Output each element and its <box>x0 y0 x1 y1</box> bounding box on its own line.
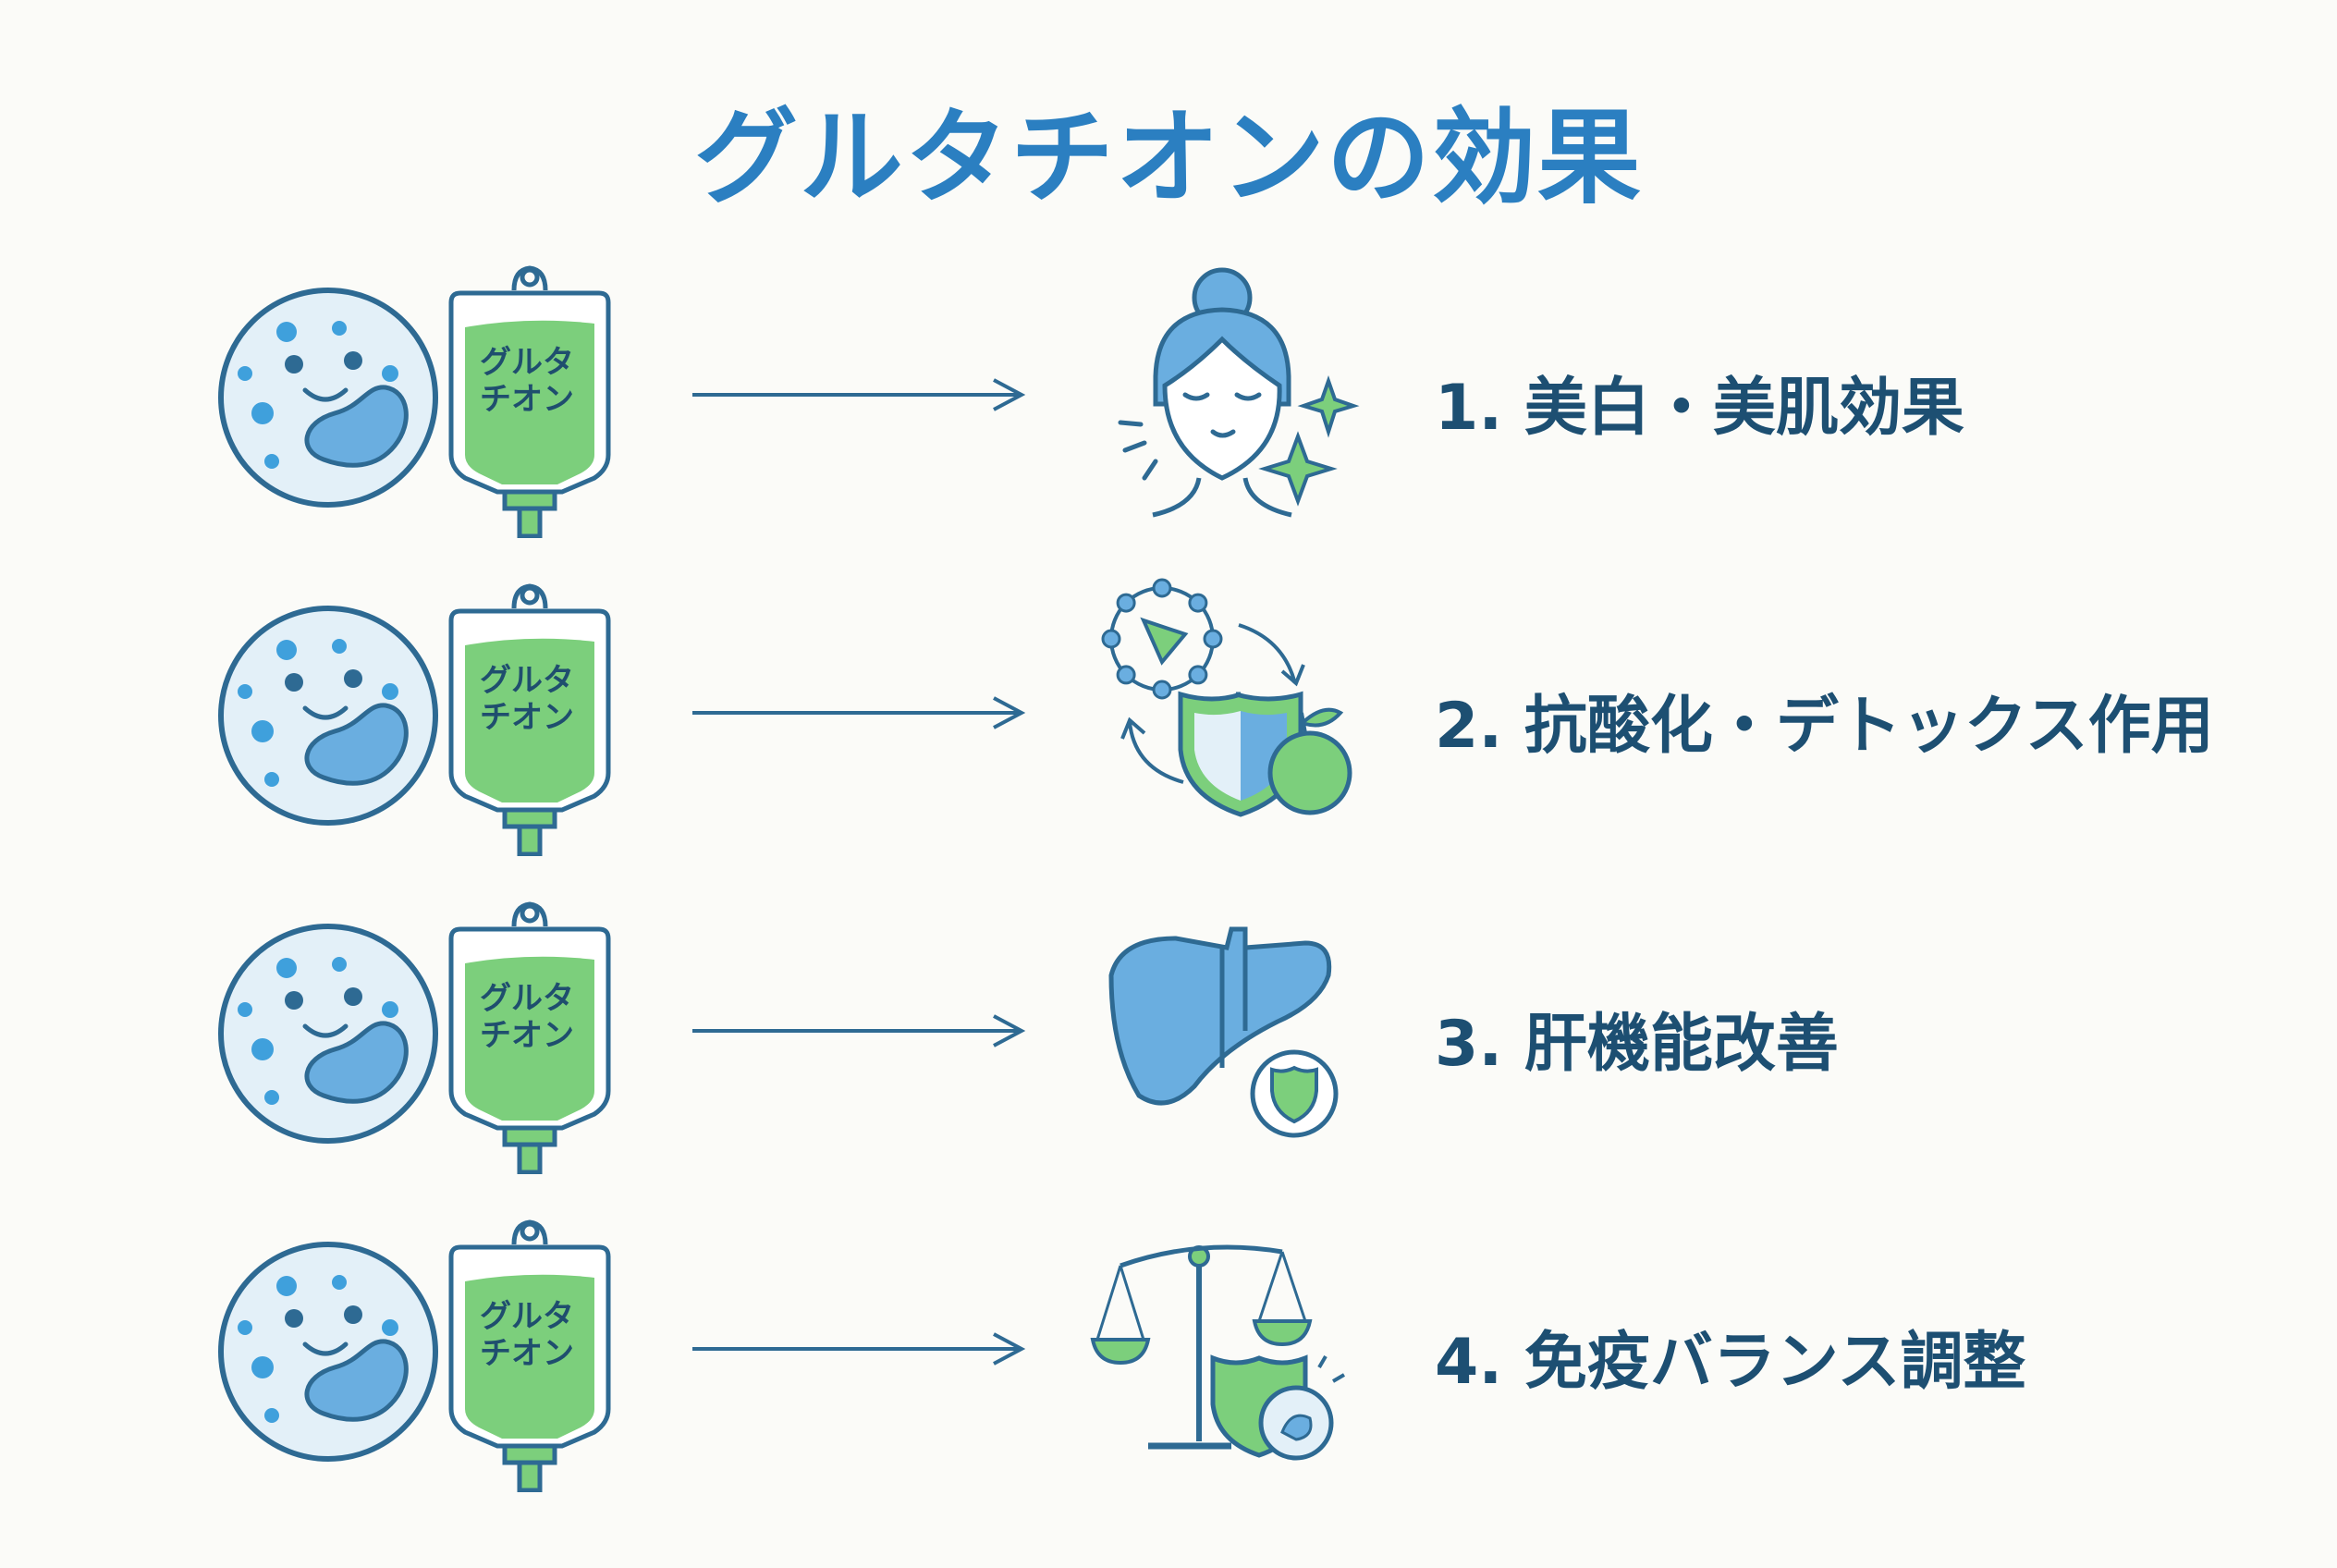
arrow-right-icon <box>689 1330 1026 1367</box>
bag-label-line: グルタ <box>480 662 574 699</box>
effect-label: 3. 肝機能改善 <box>1435 1008 1839 1081</box>
bag-label-line: チオン <box>480 1017 574 1054</box>
bag-label-line: チオン <box>480 381 574 418</box>
bag-label-line: グルタ <box>480 344 574 381</box>
iv-bag-label: グルタチオン <box>462 1298 592 1372</box>
cell-icon <box>214 920 442 1147</box>
effect-label: 1. 美白・美肌効果 <box>1435 372 1964 445</box>
arrow-right-icon <box>689 694 1026 731</box>
effect-row: グルタチオン 1. 美白・美肌効果 <box>0 256 2337 539</box>
iv-bag-label: グルタチオン <box>462 344 592 418</box>
iv-bag-label: グルタチオン <box>462 662 592 736</box>
effect-row: グルタチオン 2. 抗酸化・デトックス作用 <box>0 574 2337 857</box>
liver-shield-icon <box>1083 892 1361 1170</box>
bag-label-line: チオン <box>480 699 574 736</box>
face-sparkle-icon <box>1083 256 1361 533</box>
effect-row: グルタチオン 4. 免疫バランス調整 <box>0 1210 2337 1493</box>
page-title: グルタチオンの効果 <box>694 98 1643 218</box>
arrow-right-icon <box>689 376 1026 413</box>
effect-row: グルタチオン 3. 肝機能改善 <box>0 892 2337 1175</box>
cell-icon <box>214 602 442 829</box>
bag-label-line: グルタ <box>480 1298 574 1335</box>
iv-bag-icon <box>442 261 618 539</box>
bag-label-line: グルタ <box>480 980 574 1017</box>
cell-icon <box>214 284 442 511</box>
antioxidant-shield-apple-icon <box>1083 574 1361 851</box>
balance-scale-immune-icon <box>1083 1210 1361 1488</box>
iv-bag-icon <box>442 579 618 857</box>
effect-label: 4. 免疫バランス調整 <box>1435 1326 2026 1399</box>
iv-bag-icon <box>442 897 618 1175</box>
iv-bag-icon <box>442 1215 618 1493</box>
arrow-right-icon <box>689 1012 1026 1049</box>
effect-label: 2. 抗酸化・デトックス作用 <box>1435 690 2214 763</box>
cell-icon <box>214 1238 442 1465</box>
iv-bag-label: グルタチオン <box>462 980 592 1054</box>
bag-label-line: チオン <box>480 1335 574 1372</box>
